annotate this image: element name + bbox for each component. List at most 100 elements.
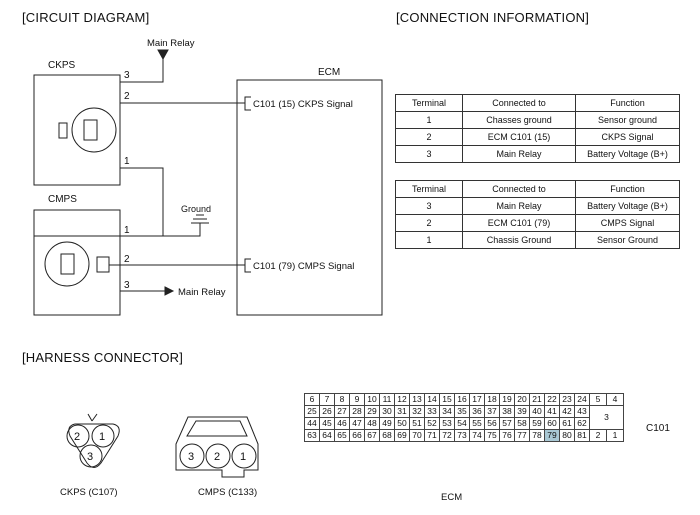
ecm-pin-cell: 75 <box>484 429 500 442</box>
main-relay-top-label: Main Relay <box>147 38 195 49</box>
ecm-pin-cell: 20 <box>514 393 530 406</box>
ecm-pin-cell: 52 <box>424 417 440 430</box>
ecm-power-pin-cell: 1 <box>606 429 624 442</box>
ecm-pin-cell: 36 <box>469 405 485 418</box>
ecm-pin-cell: 73 <box>454 429 470 442</box>
cmps-label: CMPS <box>48 194 77 205</box>
ecm-pin-cell: 12 <box>394 393 410 406</box>
col-function: Function <box>575 180 680 198</box>
table-header-row: Terminal Connected to Function <box>395 180 680 198</box>
ckps-sensor: CKPS <box>33 60 121 186</box>
ckps-signal-label: C101 (15) CKPS Signal <box>253 99 353 110</box>
ecm-pin-cell: 56 <box>484 417 500 430</box>
ecm-pin-cell: 48 <box>364 417 380 430</box>
ecm-pin-cell: 72 <box>439 429 455 442</box>
ecm-pin-cell: 25 <box>304 405 320 418</box>
ckps-pin1-label: 1 <box>124 156 130 167</box>
cmps-pin2-label: 2 <box>124 254 130 265</box>
ecm-pin-cell: 8 <box>334 393 350 406</box>
ecm-pin-cell: 59 <box>529 417 545 430</box>
ecm-pin-cell: 28 <box>349 405 365 418</box>
ecm-pin-cell: 38 <box>499 405 515 418</box>
ecm-pin-cell: 50 <box>394 417 410 430</box>
ecm-pin-cell: 54 <box>454 417 470 430</box>
ecm-pin-cell: 45 <box>319 417 335 430</box>
ecm-pin-cell: 60 <box>544 417 560 430</box>
ecm-pin-cell: 81 <box>574 429 590 442</box>
ecm-pin-cell: 39 <box>514 405 530 418</box>
ecm-pin-cell: 23 <box>559 393 575 406</box>
ecm-power-pin-cell: 2 <box>589 429 607 442</box>
ecm-pin-cell: 51 <box>409 417 425 430</box>
ecm-pin-cell: 41 <box>544 405 560 418</box>
ecm-box: ECM C101 (15) CKPS Signal C101 (79) CMPS… <box>236 67 383 316</box>
ecm-pin-cell: 17 <box>469 393 485 406</box>
ckps-conn-pin-1: 1 <box>99 431 105 443</box>
ecm-power-pin-cell: 3 <box>589 405 624 430</box>
ckps-wiring: 3 Main Relay 2 1 <box>120 38 245 236</box>
main-relay-bottom-label: Main Relay <box>178 287 226 298</box>
col-terminal: Terminal <box>395 180 463 198</box>
ecm-power-pin-cell: 5 <box>589 393 607 406</box>
ecm-pin-cell: 16 <box>454 393 470 406</box>
ecm-pin-cell: 21 <box>529 393 545 406</box>
ecm-pin-cell: 42 <box>559 405 575 418</box>
ecm-pin-cell: 74 <box>469 429 485 442</box>
ecm-pin-cell: 30 <box>379 405 395 418</box>
col-terminal: Terminal <box>395 94 463 112</box>
col-function: Function <box>575 94 680 112</box>
ecm-connector-caption: ECM <box>441 492 462 503</box>
ecm-pin-cell: 79 <box>544 429 560 442</box>
ecm-pin-cell: 68 <box>379 429 395 442</box>
ecm-power-pin-cell: 4 <box>606 393 624 406</box>
ecm-pin-cell: 33 <box>424 405 440 418</box>
ecm-pin-cell: 64 <box>319 429 335 442</box>
circuit-diagram-heading: [CIRCUIT DIAGRAM] <box>22 10 150 25</box>
cmps-sensor: CMPS <box>33 194 121 316</box>
ecm-pin-cell: 71 <box>424 429 440 442</box>
table-header-row: Terminal Connected to Function <box>395 94 680 112</box>
ecm-pin-cell: 66 <box>349 429 365 442</box>
ecm-pin-cell: 24 <box>574 393 590 406</box>
cmps-signal-label: C101 (79) CMPS Signal <box>253 261 354 272</box>
ecm-pin-cell: 70 <box>409 429 425 442</box>
ckps-connector-caption: CKPS (C107) <box>60 487 118 498</box>
ecm-pin-cell: 37 <box>484 405 500 418</box>
ecm-pin-cell: 44 <box>304 417 320 430</box>
cmps-conn-pin-2: 2 <box>214 451 220 463</box>
ecm-pin-cell: 31 <box>394 405 410 418</box>
ecm-pin-cell: 11 <box>379 393 395 406</box>
ecm-pin-cell: 62 <box>574 417 590 430</box>
ecm-pin-cell: 61 <box>559 417 575 430</box>
ecm-pin-cell: 15 <box>439 393 455 406</box>
ecm-pin-cell: 78 <box>529 429 545 442</box>
ecm-pin-cell: 9 <box>349 393 365 406</box>
ecm-pin-cell: 19 <box>499 393 515 406</box>
ecm-pin-cell: 32 <box>409 405 425 418</box>
ecm-pin-cell: 55 <box>469 417 485 430</box>
ecm-pin-cell: 67 <box>364 429 380 442</box>
ecm-pin-cell: 58 <box>514 417 530 430</box>
ecm-pin-cell: 65 <box>334 429 350 442</box>
ecm-pin-cell: 53 <box>439 417 455 430</box>
ckps-pin2-label: 2 <box>124 91 130 102</box>
col-connected-to: Connected to <box>462 94 576 112</box>
cmps-wiring: 1 Ground 2 3 Main Relay <box>34 204 245 298</box>
ecm-pin-cell: 27 <box>334 405 350 418</box>
ckps-label: CKPS <box>48 60 76 71</box>
ecm-pin-cell: 18 <box>484 393 500 406</box>
cmps-connector-caption: CMPS (C133) <box>198 487 257 498</box>
harness-connector-heading: [HARNESS CONNECTOR] <box>22 350 184 365</box>
ecm-pin-cell: 69 <box>394 429 410 442</box>
ecm-pin-cell: 10 <box>364 393 380 406</box>
connection-info-heading: [CONNECTION INFORMATION] <box>396 10 590 25</box>
